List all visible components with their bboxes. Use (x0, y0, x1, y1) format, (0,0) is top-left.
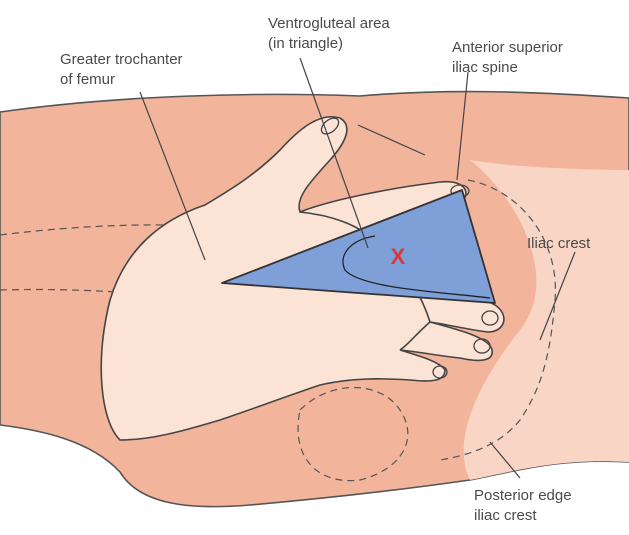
posterior-edge-label-line2: iliac crest (474, 507, 537, 524)
iliac-crest-label: Iliac crest (527, 235, 591, 252)
asis-label: Anterior superior iliac spine (452, 39, 567, 76)
ventrogluteal-label: Ventrogluteal area (in triangle) (268, 15, 394, 52)
injection-site-x-mark: X (391, 244, 406, 269)
greater-trochanter-label-line2: of femur (60, 71, 115, 88)
asis-label-line2: iliac spine (452, 59, 518, 76)
posterior-edge-label-line1: Posterior edge (474, 487, 572, 504)
greater-trochanter-label: Greater trochanter of femur (60, 51, 187, 88)
ventrogluteal-label-line2: (in triangle) (268, 35, 343, 52)
greater-trochanter-label-line1: Greater trochanter (60, 51, 183, 68)
ventrogluteal-label-line1: Ventrogluteal area (268, 15, 390, 32)
asis-label-line1: Anterior superior (452, 39, 563, 56)
posterior-edge-label: Posterior edge iliac crest (474, 487, 576, 524)
